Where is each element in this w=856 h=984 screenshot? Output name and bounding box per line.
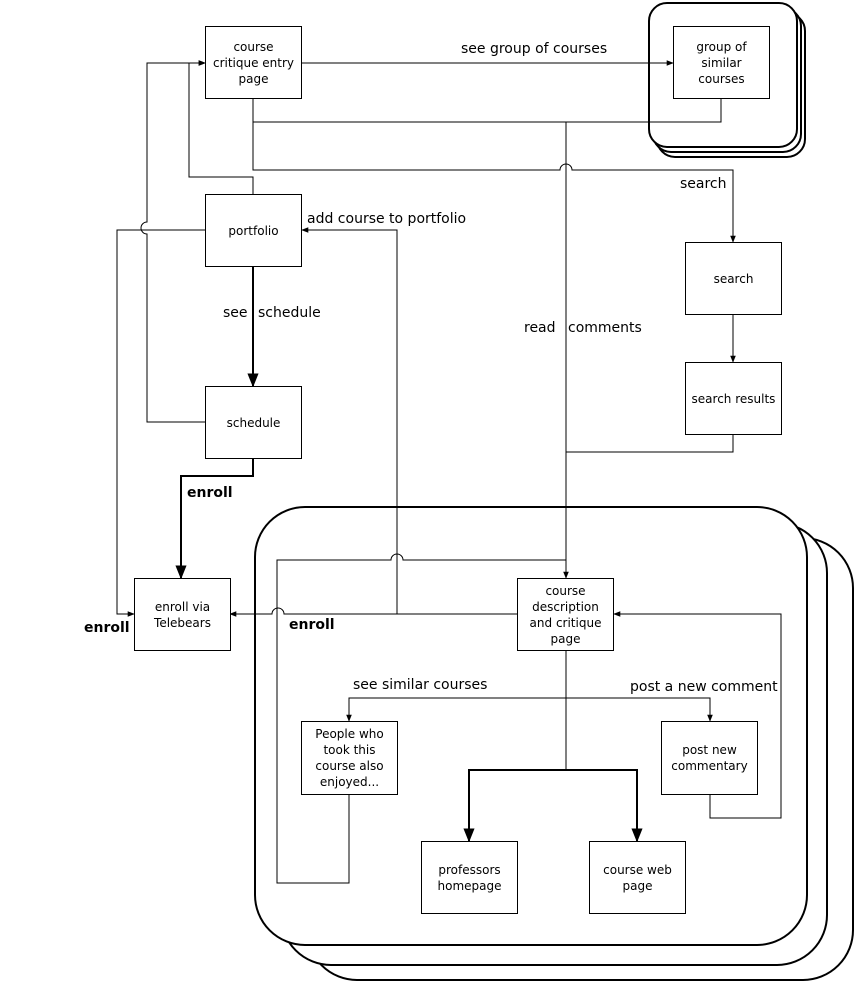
- edge-prof-web: [463, 769, 643, 843]
- edge-group-bus: [253, 98, 722, 123]
- edge-similar-loop: [276, 553, 566, 884]
- label-schedule: schedule: [258, 305, 321, 321]
- label-enroll-from-course-page: enroll: [289, 617, 335, 633]
- label-enroll-from-schedule: enroll: [187, 485, 233, 501]
- course-web-page-node[interactable]: course web page: [589, 841, 686, 914]
- enroll-via-telebears-node[interactable]: enroll via Telebears: [134, 578, 231, 651]
- connector-lines: [116, 60, 782, 884]
- label-see: see: [223, 305, 248, 321]
- people-also-enjoyed-node[interactable]: People who took this course also enjoyed…: [301, 721, 398, 795]
- label-post-a-new-comment: post a new comment: [630, 679, 778, 695]
- professors-homepage-node[interactable]: professors homepage: [421, 841, 518, 914]
- label-read: read: [524, 320, 556, 336]
- group-of-similar-courses-node[interactable]: group of similar courses: [673, 26, 770, 99]
- edge-post-loop: [613, 611, 782, 819]
- label-see-group-of-courses: see group of courses: [461, 41, 608, 57]
- post-new-commentary-node[interactable]: post new commentary: [661, 721, 758, 795]
- edge-post-new: [566, 697, 713, 722]
- course-description-critique-page-node[interactable]: course description and critique page: [517, 578, 614, 651]
- search-results-node[interactable]: search results: [685, 362, 782, 435]
- edge-add-portfolio: [301, 227, 398, 614]
- label-comments: comments: [568, 320, 642, 336]
- edge-schedule-telebears: [175, 458, 254, 580]
- edge-see-similar: [346, 697, 566, 722]
- label-see-similar-courses: see similar courses: [353, 677, 488, 693]
- course-critique-entry-page-node[interactable]: course critique entry page: [205, 26, 302, 99]
- edge-course-telebears: [229, 607, 517, 617]
- edge-portfolio-telebears: [116, 229, 205, 617]
- edge-results-trunk: [566, 434, 734, 453]
- label-add-course-to-portfolio: add course to portfolio: [307, 211, 467, 227]
- edge-schedule-entry: [140, 60, 206, 423]
- label-enroll-left: enroll: [84, 620, 130, 636]
- schedule-node[interactable]: schedule: [205, 386, 302, 459]
- label-search: search: [680, 176, 727, 192]
- portfolio-node[interactable]: portfolio: [205, 194, 302, 267]
- search-node[interactable]: search: [685, 242, 782, 315]
